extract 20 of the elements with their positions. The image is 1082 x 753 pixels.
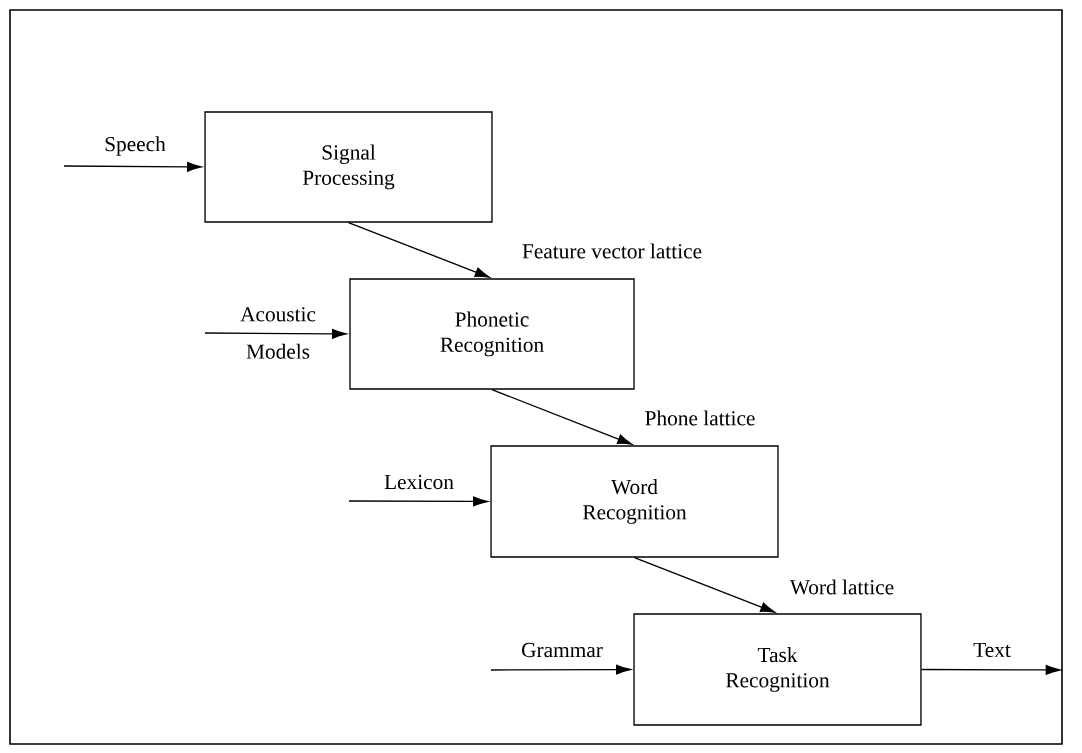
edge-label: Text bbox=[973, 642, 1011, 658]
arrow bbox=[633, 556, 776, 613]
edge-label: Word lattice bbox=[789, 579, 894, 595]
process-box: Signal Processing bbox=[204, 111, 493, 223]
arrow bbox=[347, 222, 490, 278]
process-box: Word Recognition bbox=[490, 445, 779, 558]
arrow bbox=[348, 496, 488, 507]
edge-label: Speech bbox=[105, 136, 166, 156]
arrow bbox=[491, 389, 633, 445]
edge-label: Grammar bbox=[522, 642, 603, 658]
process-box: Task Recognition bbox=[633, 613, 922, 726]
edge-label: Feature vector lattice bbox=[522, 243, 702, 259]
edge-label: Acoustic Models bbox=[240, 307, 316, 359]
arrow bbox=[490, 664, 631, 675]
arrow bbox=[63, 161, 202, 172]
edge-label: Phone lattice bbox=[645, 410, 755, 426]
process-box: Phonetic Recognition bbox=[349, 278, 635, 390]
arrow bbox=[920, 665, 1061, 675]
arrow bbox=[204, 328, 347, 339]
edge-label: Lexicon bbox=[384, 474, 454, 490]
